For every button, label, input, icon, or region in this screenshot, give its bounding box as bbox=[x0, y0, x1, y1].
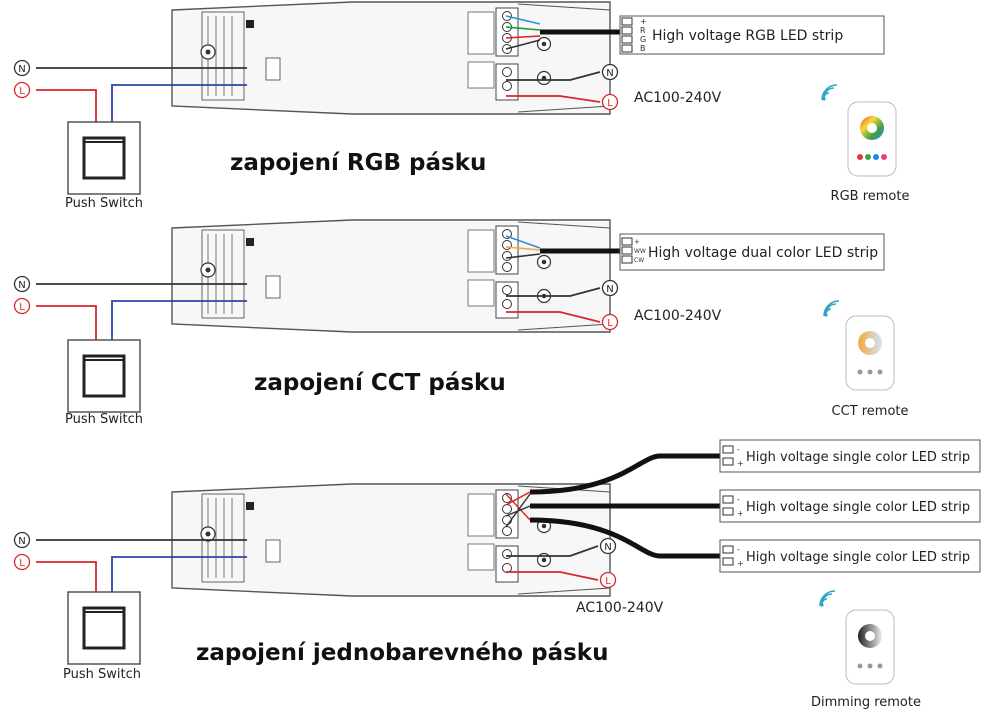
svg-text:L: L bbox=[605, 576, 611, 587]
live-terminal-1: L bbox=[13, 81, 31, 99]
neutral-terminal-2b: N bbox=[601, 279, 619, 297]
section-title: zapojení CCT pásku bbox=[254, 370, 506, 396]
svg-text:+: + bbox=[737, 459, 744, 468]
dimming-remote-icon bbox=[845, 609, 895, 685]
svg-text:N: N bbox=[604, 542, 611, 553]
live-terminal-2: L bbox=[13, 297, 31, 315]
neutral-terminal-1: N bbox=[13, 59, 31, 77]
wireless-icon bbox=[823, 300, 840, 318]
switch-label: Push Switch bbox=[65, 196, 143, 211]
svg-text:L: L bbox=[607, 98, 613, 109]
neutral-terminal-3b: N bbox=[599, 537, 617, 555]
svg-text:-: - bbox=[737, 545, 740, 554]
push-switch bbox=[66, 120, 142, 196]
rgb-section: N L N L + R G B High voltage RGB LED str… bbox=[13, 1, 910, 211]
svg-text:G: G bbox=[640, 35, 646, 44]
push-switch bbox=[66, 338, 142, 414]
rgb-remote-icon bbox=[847, 101, 897, 177]
single-led-strip-3: - + High voltage single color LED strip bbox=[719, 539, 981, 573]
strip-label: High voltage RGB LED strip bbox=[652, 28, 843, 44]
section-title: zapojení RGB pásku bbox=[230, 150, 486, 176]
cct-section: N L N L + WW CW High voltage dual color … bbox=[13, 219, 909, 427]
svg-text:L: L bbox=[19, 86, 25, 97]
single-led-strip-1: - + High voltage single color LED strip bbox=[719, 439, 981, 473]
cct-remote-icon bbox=[845, 315, 895, 391]
svg-text:N: N bbox=[18, 536, 25, 547]
live-terminal-1b: L bbox=[601, 93, 619, 111]
strip-label: High voltage single color LED strip bbox=[746, 450, 970, 465]
svg-text:CW: CW bbox=[634, 257, 644, 264]
neutral-terminal-3: N bbox=[13, 531, 31, 549]
svg-text:+: + bbox=[737, 509, 744, 518]
svg-text:B: B bbox=[640, 44, 646, 53]
cct-led-strip: + WW CW High voltage dual color LED stri… bbox=[619, 233, 885, 271]
wireless-icon bbox=[819, 590, 836, 608]
svg-text:N: N bbox=[18, 280, 25, 291]
svg-text:N: N bbox=[18, 64, 25, 75]
svg-text:N: N bbox=[606, 68, 613, 79]
strip-label: High voltage dual color LED strip bbox=[648, 245, 878, 261]
strip-label: High voltage single color LED strip bbox=[746, 550, 970, 565]
live-terminal-3: L bbox=[13, 553, 31, 571]
svg-text:N: N bbox=[606, 284, 613, 295]
push-switch bbox=[66, 590, 142, 666]
svg-text:+: + bbox=[640, 17, 647, 26]
single-led-strip-2: - + High voltage single color LED strip bbox=[719, 489, 981, 523]
rgb-led-strip: + R G B High voltage RGB LED strip bbox=[619, 15, 885, 55]
svg-text:R: R bbox=[640, 26, 646, 35]
remote-label: CCT remote bbox=[832, 404, 909, 419]
svg-text:L: L bbox=[19, 302, 25, 313]
svg-text:+: + bbox=[737, 559, 744, 568]
svg-text:-: - bbox=[737, 445, 740, 454]
supply-label: AC100-240V bbox=[634, 90, 722, 106]
svg-text:+: + bbox=[634, 238, 640, 246]
live-terminal-3b: L bbox=[599, 571, 617, 589]
remote-label: RGB remote bbox=[831, 189, 910, 204]
supply-label: AC100-240V bbox=[634, 308, 722, 324]
svg-text:L: L bbox=[607, 318, 613, 329]
svg-text:-: - bbox=[737, 495, 740, 504]
svg-text:L: L bbox=[19, 558, 25, 569]
switch-label: Push Switch bbox=[63, 667, 141, 682]
section-title: zapojení jednobarevného pásku bbox=[196, 640, 608, 666]
wireless-icon bbox=[821, 84, 838, 102]
single-color-section: N L N L - + High voltage single color LE… bbox=[13, 439, 981, 710]
neutral-terminal-2: N bbox=[13, 275, 31, 293]
strip-label: High voltage single color LED strip bbox=[746, 500, 970, 515]
remote-label: Dimming remote bbox=[811, 695, 921, 710]
supply-label: AC100-240V bbox=[576, 600, 664, 616]
live-terminal-2b: L bbox=[601, 313, 619, 331]
neutral-terminal-1b: N bbox=[601, 63, 619, 81]
switch-label: Push Switch bbox=[65, 412, 143, 427]
svg-text:WW: WW bbox=[634, 248, 646, 255]
